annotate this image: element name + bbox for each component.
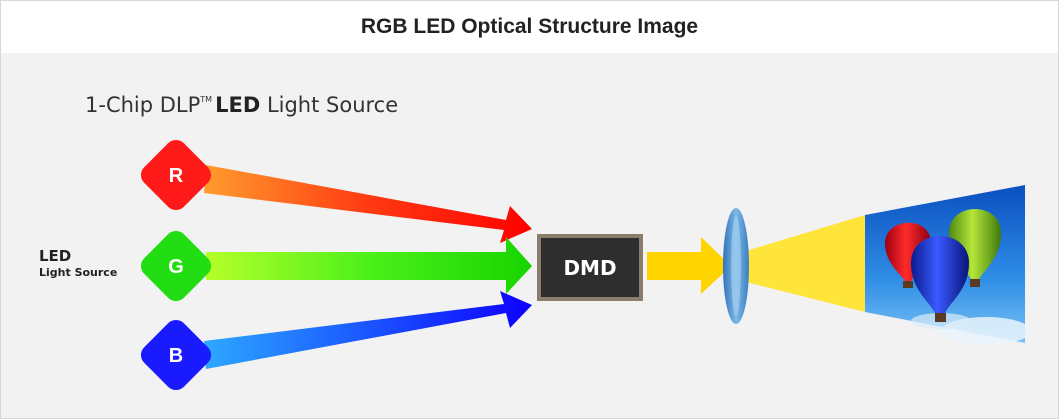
- led-label-g: G: [168, 256, 184, 278]
- red-light-arrow: [204, 165, 532, 243]
- subtitle-bold: LED: [215, 93, 261, 117]
- dmd-chip: [537, 234, 643, 301]
- projected-image: [865, 185, 1031, 345]
- led-label-line1: LED: [39, 247, 72, 265]
- subtitle-suffix: Light Source: [260, 93, 399, 117]
- trademark-mark: TM: [200, 95, 213, 104]
- led-label-line2: Light Source: [39, 266, 118, 279]
- blue-light-arrow: [204, 291, 532, 369]
- led-green: [140, 230, 212, 302]
- led-red: [140, 139, 212, 211]
- led-light-source-label: LED Light Source: [39, 247, 117, 279]
- page-title: RGB LED Optical Structure Image: [360, 15, 699, 38]
- projection-cone: [746, 215, 865, 312]
- lens-highlight: [731, 216, 741, 316]
- green-light-arrow: [206, 237, 532, 294]
- led-blue: [140, 319, 212, 391]
- header-bar: RGB LED Optical Structure Image: [1, 1, 1058, 53]
- dmd-label: DMD: [563, 256, 616, 280]
- led-label-r: R: [169, 165, 184, 187]
- subtitle-prefix: 1-Chip DLP: [85, 93, 201, 117]
- led-label-b: B: [169, 345, 183, 367]
- yellow-beam-arrow: [647, 237, 731, 294]
